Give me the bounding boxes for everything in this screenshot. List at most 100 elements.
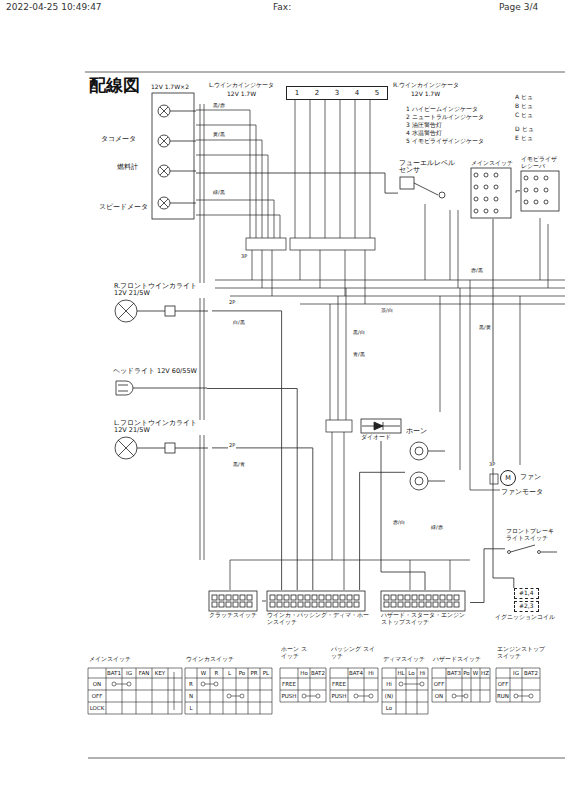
component-symbol: [150, 91, 196, 221]
table-cell: PL: [263, 670, 269, 676]
part-label: スピードメータ: [98, 204, 149, 211]
table-cell: W: [473, 670, 478, 676]
component-label: イモビライザ レシーバ: [520, 156, 564, 170]
table-cell: L: [228, 670, 231, 676]
table-cell: OFF: [434, 681, 445, 687]
table-heading: ウインカスイッチ: [185, 656, 235, 663]
part-label: 5 イモビライザインジケータ: [405, 138, 485, 145]
table-cell: FREE: [332, 681, 346, 687]
component-label: ファン: [519, 474, 542, 481]
table-heading: エンジンストップ スイッチ: [496, 646, 552, 659]
part-label: 燃料計: [116, 164, 139, 171]
wire-connector: [381, 441, 425, 590]
wire-connector: [262, 601, 266, 602]
wire-color: 黒/赤: [212, 103, 226, 109]
switch-tables: [88, 668, 540, 714]
component: R.フロントウインカライト 12V 21/5W: [113, 283, 212, 324]
table-heading: パッシング スイッチ: [330, 646, 376, 659]
part-label: D ヒュ: [514, 126, 535, 133]
component-label: ホーン: [405, 428, 428, 435]
part-label: E ヒュ: [514, 135, 534, 142]
component: ホーン: [405, 428, 445, 499]
table-cell: Po: [463, 670, 470, 676]
indicator-number: 3: [334, 89, 340, 97]
component-label: ウインカ・パッシング・ディマ・ホーンスイッチ: [266, 612, 370, 626]
component: フロントブレーキ ライトスイッチ: [505, 528, 561, 556]
ignition-coil: #1,4 #2,3 イグニッションコイル: [494, 588, 560, 621]
table-heading: ハザードスイッチ: [432, 656, 482, 663]
table-cell: R: [189, 681, 193, 687]
wire-bundle: [196, 100, 565, 590]
component: ダイオード: [360, 418, 402, 441]
indicator-number: 4: [354, 89, 360, 97]
table-cell: Hi: [420, 670, 426, 676]
indicator-number: 2: [314, 89, 320, 97]
wire-color: 青/黒: [352, 352, 366, 358]
table-cell: Po: [239, 670, 246, 676]
table-cell: N: [189, 693, 193, 699]
wire-color: 緑/黒: [212, 190, 226, 196]
connector-label: 2P: [228, 300, 236, 306]
component-symbol: [113, 298, 212, 324]
component: フューエルレベル センサ: [398, 160, 457, 199]
part-label: B ヒュ: [514, 103, 534, 110]
part-label: A ヒュ: [514, 94, 534, 101]
component: ハザード・スタータ・エンジンストップスイッチ: [380, 590, 470, 626]
wire-connector: [196, 173, 398, 193]
component: L.フロントウインカライト 12V 21/5W: [113, 420, 212, 461]
part-label: R.ウインカインジケータ: [392, 82, 460, 89]
component: メインスイッチ: [470, 160, 516, 219]
connector-block: [326, 420, 352, 432]
component-label: 12V 1.7W×2: [150, 84, 190, 91]
table-cell: HL: [397, 670, 404, 676]
table-heading: メインスイッチ: [88, 656, 132, 663]
connector-label: 3P: [488, 462, 496, 468]
table-cell: Hi: [368, 670, 374, 676]
connector-block: [290, 238, 375, 250]
table-cell: BAT3: [447, 670, 461, 676]
table-cell: Lo: [386, 705, 392, 711]
wire-connector: [212, 448, 313, 590]
part-label: 4 水温警告灯: [405, 130, 443, 137]
diagram-title: 配線図: [88, 76, 141, 95]
fax-header: Page 3/4: [498, 3, 539, 13]
connector-label: 2P: [228, 443, 236, 449]
wire-color: 白/黒: [232, 320, 246, 326]
component-label: R.フロントウインカライト 12V 21/5W: [113, 283, 212, 298]
component-label: クラッチスイッチ: [208, 612, 258, 619]
part-label: タコメータ: [100, 136, 137, 143]
connector-block: [490, 474, 498, 484]
component-symbol: [208, 590, 262, 612]
component-label: イグニッションコイル: [494, 614, 556, 621]
component-symbol: [520, 170, 564, 212]
component-label: メインスイッチ: [470, 160, 514, 167]
component-symbol: [112, 375, 207, 401]
component-label: ハザード・スタータ・エンジンストップスイッチ: [380, 612, 470, 626]
wire-color: 黒/黄: [478, 325, 492, 331]
component: ウインカ・パッシング・ディマ・ホーンスイッチ: [266, 590, 370, 626]
indicator-number: 5: [374, 89, 380, 97]
wire-connector: [212, 311, 282, 590]
table-cell: ON: [93, 681, 101, 687]
part-label: 3 油圧警告灯: [405, 122, 443, 129]
component: ヘッドライト 12V 60/55W: [112, 368, 207, 401]
wire-color: 黒/白: [352, 330, 366, 336]
coil-terminal: #1,4: [514, 588, 539, 599]
wire-color: 緑/赤: [430, 525, 444, 531]
part-label: L.ウインカインジケータ: [208, 82, 275, 89]
table-cell: OFF: [498, 681, 509, 687]
fax-header: Fax:: [272, 3, 292, 13]
component-label: ヘッドライト 12V 60/55W: [112, 368, 198, 375]
component-label: ファンモータ: [500, 489, 544, 496]
wire-color: 黄/黒: [212, 132, 226, 138]
component-label: フロントブレーキ ライトスイッチ: [505, 528, 561, 542]
table-cell: KEY: [155, 670, 165, 676]
table-cell: LOCK: [90, 705, 105, 711]
table-heading: ディマスイッチ: [382, 656, 426, 663]
fax-header: 2022-04-25 10:49:47: [5, 3, 103, 13]
coil-terminal: #2,3: [514, 601, 539, 612]
table-cell: BAT2: [311, 670, 325, 676]
table-cell: (N): [385, 693, 393, 699]
table-cell: PR: [250, 670, 257, 676]
connector-block: [246, 238, 286, 250]
